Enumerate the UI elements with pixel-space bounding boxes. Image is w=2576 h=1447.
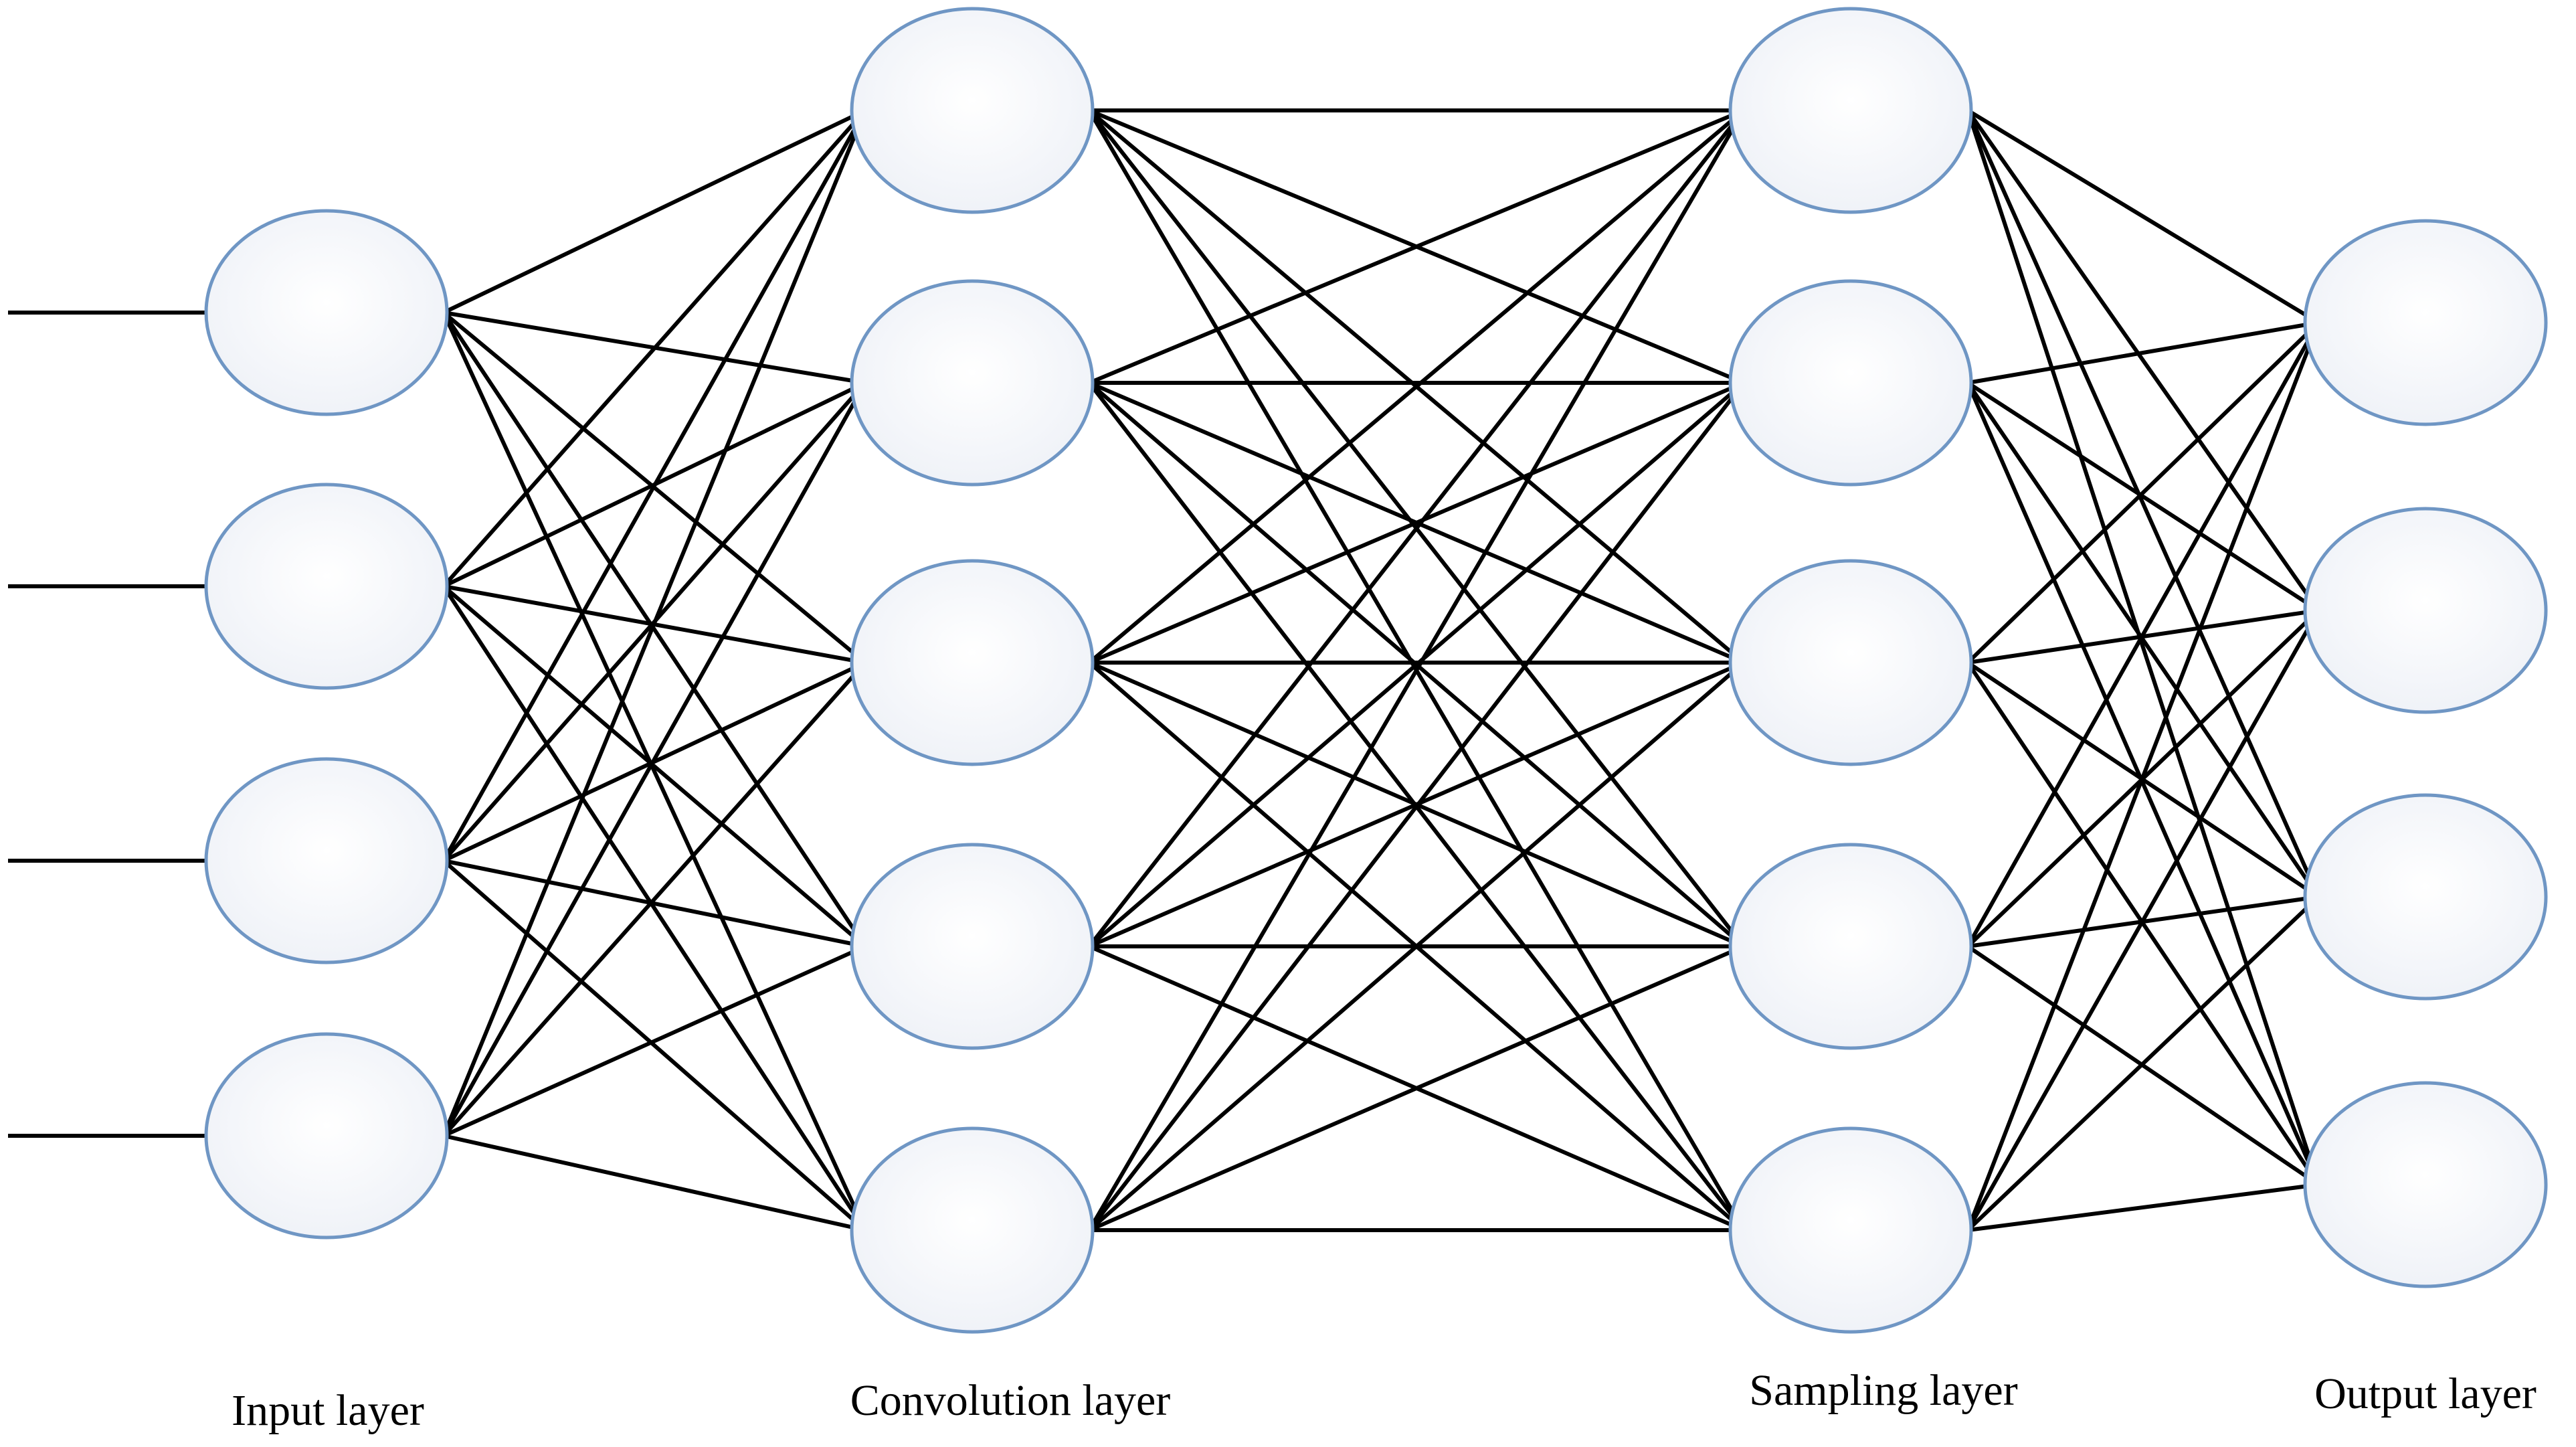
edge-sampling-1-to-output-3 [1966, 109, 2320, 898]
edge-input-1-to-convolution-4 [442, 311, 867, 948]
convolution-node-4 [850, 843, 1095, 1050]
convolution-node-2 [850, 279, 1095, 487]
neurons [204, 7, 2548, 1334]
edge-sampling-1-to-output-4 [1966, 110, 2320, 1185]
edge-input-2-to-convolution-4 [442, 584, 866, 948]
edge-input-4-to-convolution-4 [442, 944, 866, 1138]
edge-input-3-to-convolution-1 [442, 109, 867, 862]
sampling-layer-label: Sampling layer [1749, 1366, 2018, 1415]
sampling-node-1 [1728, 7, 1973, 214]
edge-input-4-to-convolution-5 [443, 1134, 866, 1232]
edge-convolution-5-to-sampling-3 [1088, 661, 1745, 1232]
edge-sampling-2-to-output-3 [1966, 381, 2320, 898]
input-node-3 [204, 757, 449, 964]
edge-sampling-3-to-output-1 [1966, 321, 2320, 665]
sampling-node-3 [1728, 559, 1973, 766]
connections [8, 107, 2320, 1233]
edge-input-4-to-convolution-2 [442, 381, 867, 1137]
edge-sampling-5-to-output-1 [1966, 321, 2320, 1231]
sampling-node-2 [1728, 279, 1973, 487]
edge-convolution-4-to-sampling-1 [1087, 109, 1746, 948]
output-node-2 [2303, 507, 2548, 714]
convolution-node-5 [850, 1126, 1095, 1334]
input-node-2 [204, 483, 449, 690]
convolution-layer-label: Convolution layer [850, 1376, 1171, 1425]
edge-input-4-to-convolution-1 [442, 109, 867, 1137]
edge-sampling-2-to-output-4 [1966, 381, 2320, 1186]
edge-input-4-to-convolution-3 [442, 661, 867, 1137]
edge-input-1-to-convolution-1 [442, 108, 866, 315]
edge-convolution-4-to-sampling-2 [1088, 381, 1745, 948]
convolution-node-1 [850, 7, 1095, 214]
output-node-4 [2303, 1081, 2548, 1288]
edge-sampling-1-to-output-1 [1966, 108, 2320, 325]
sampling-node-5 [1728, 1126, 1973, 1334]
input-layer-label: Input layer [232, 1386, 424, 1435]
edge-input-2-to-convolution-5 [442, 585, 867, 1231]
edge-sampling-2-to-output-1 [1967, 320, 2319, 385]
edge-convolution-5-to-sampling-1 [1087, 109, 1746, 1231]
edge-convolution-5-to-sampling-4 [1088, 944, 1745, 1232]
edge-convolution-2-to-sampling-1 [1088, 108, 1745, 385]
edge-convolution-3-to-sampling-1 [1088, 108, 1745, 665]
edge-input-1-to-convolution-5 [442, 311, 867, 1231]
edge-input-3-to-convolution-4 [443, 859, 866, 948]
edge-sampling-5-to-output-3 [1966, 895, 2320, 1232]
input-node-1 [204, 209, 449, 416]
output-node-1 [2303, 219, 2548, 426]
edge-sampling-1-to-output-2 [1966, 109, 2320, 612]
edge-sampling-4-to-output-1 [1966, 321, 2320, 948]
edge-convolution-5-to-sampling-2 [1087, 381, 1746, 1231]
edge-input-3-to-convolution-5 [442, 859, 866, 1232]
convolution-node-3 [850, 559, 1095, 766]
edge-sampling-5-to-output-4 [1967, 1182, 2319, 1232]
edge-sampling-2-to-output-2 [1966, 381, 2320, 612]
output-layer-label: Output layer [2314, 1369, 2537, 1418]
output-node-3 [2303, 793, 2548, 1001]
edge-sampling-5-to-output-2 [1966, 609, 2320, 1231]
sampling-node-4 [1728, 843, 1973, 1050]
edge-input-2-to-convolution-1 [442, 109, 867, 588]
input-node-4 [204, 1032, 449, 1240]
edge-convolution-3-to-sampling-2 [1088, 381, 1745, 665]
